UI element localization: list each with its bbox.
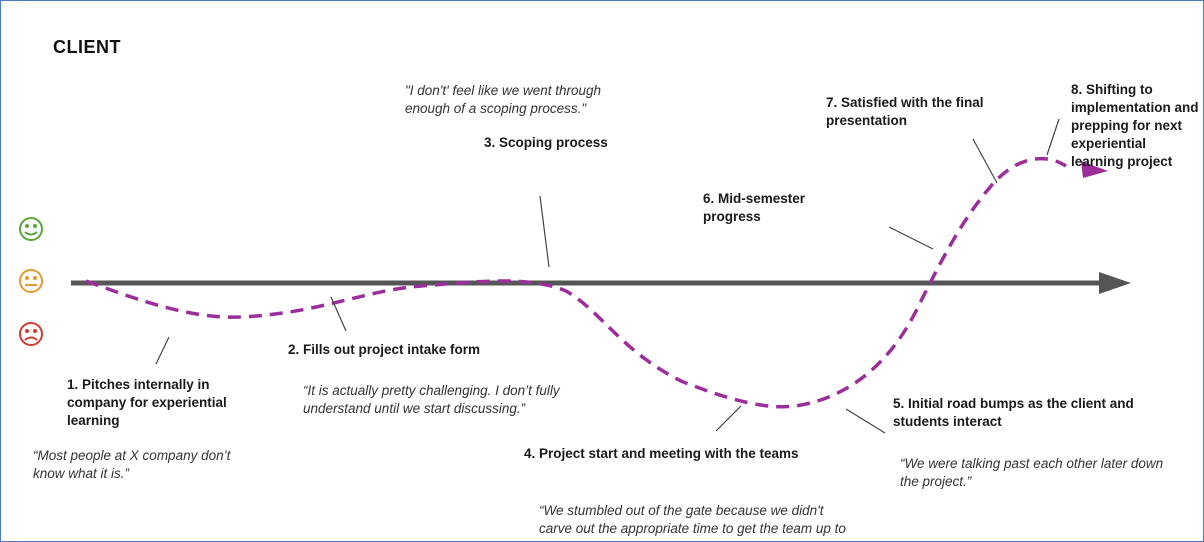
callout-line-3 [539, 195, 550, 268]
step-5-label: 5. Initial road bumps as the client and … [893, 396, 1134, 429]
callout-line-2 [330, 296, 347, 332]
callout-line-5 [845, 408, 886, 434]
sad-face-icon [19, 322, 43, 346]
journey-curve [85, 156, 1067, 409]
step-5-quote: “We were talking past each other later d… [900, 456, 1164, 489]
step-7-label: 7. Satisfied with the final presentation [826, 95, 984, 128]
step-6-label: 6. Mid-semester progress [703, 191, 806, 224]
step-1-quote: “Most people at X company don’t know wha… [33, 448, 231, 481]
diagram-title: CLIENT [53, 37, 121, 57]
callout-lines [155, 118, 1060, 434]
callout-line-4 [715, 405, 742, 432]
step-4-label: 4. Project start and meeting with the te… [524, 446, 799, 461]
step-2-label: 2. Fills out project intake form [288, 342, 481, 357]
step-1-label: 1. Pitches internally in company for exp… [67, 377, 227, 428]
curve-arrowhead [1081, 161, 1108, 178]
callout-line-8 [1046, 118, 1060, 156]
callout-line-6 [888, 226, 934, 250]
step-3-label: 3. Scoping process [484, 135, 608, 150]
step-3-quote: "I don't' feel like we went through enou… [405, 83, 602, 116]
step-2-quote: “It is actually pretty challenging. I do… [303, 383, 560, 416]
happy-face-icon [19, 217, 43, 241]
step-4-quote: “We stumbled out of the gate because we … [539, 503, 846, 541]
callout-line-7 [972, 138, 998, 184]
neutral-face-icon [19, 269, 43, 293]
axis-arrowhead [1099, 272, 1131, 294]
step-8-label: 8. Shifting to implementation and preppi… [1071, 82, 1199, 169]
callout-line-1 [155, 336, 170, 365]
